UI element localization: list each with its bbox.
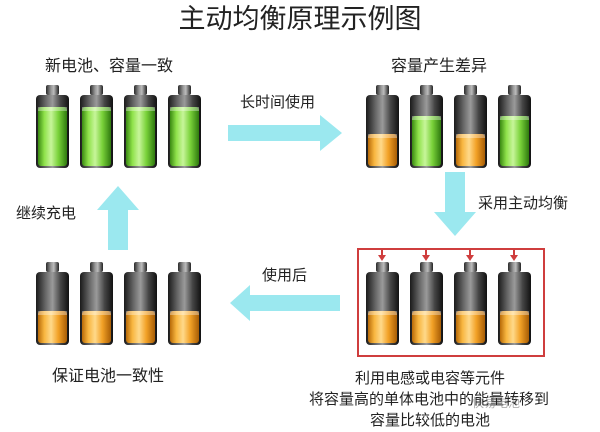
arrow-left	[230, 285, 340, 321]
battery-charge	[38, 107, 67, 166]
label-keep-charging: 继续充电	[16, 204, 77, 222]
label-active-balancing: 采用主动均衡	[478, 194, 569, 212]
battery-terminal	[508, 262, 521, 272]
bottom-left-battery-3	[124, 262, 157, 345]
battery-charge	[126, 311, 155, 343]
battery-charge-highlight	[456, 311, 485, 315]
label-after-use: 使用后	[262, 266, 308, 284]
battery-charge-highlight	[38, 107, 67, 111]
battery-terminal	[420, 85, 433, 95]
battery-terminal	[134, 85, 147, 95]
battery-charge-highlight	[126, 107, 155, 111]
top-right-battery-1	[366, 85, 399, 168]
battery-terminal	[178, 262, 191, 272]
battery-charge-highlight	[170, 311, 199, 315]
battery-terminal	[376, 85, 389, 95]
battery-charge	[82, 311, 111, 343]
caption-consistency: 保证电池一致性	[52, 366, 165, 385]
feed-arrow-2	[422, 255, 430, 261]
battery-terminal	[178, 85, 191, 95]
top-left-battery-4	[168, 85, 201, 168]
bottom-right-battery-4	[498, 262, 531, 345]
battery-charge	[170, 107, 199, 166]
feed-arrow-3	[466, 255, 474, 261]
battery-charge	[126, 107, 155, 166]
bottom-right-battery-1	[366, 262, 399, 345]
battery-charge	[82, 107, 111, 166]
battery-charge	[456, 134, 485, 166]
battery-charge	[500, 116, 529, 166]
battery-terminal	[464, 85, 477, 95]
battery-charge-highlight	[412, 311, 441, 315]
watermark: 快易电池	[472, 396, 521, 410]
battery-terminal	[46, 85, 59, 95]
top-right-battery-4	[498, 85, 531, 168]
caption-capacity-difference: 容量产生差异	[391, 56, 488, 75]
arrow-right	[228, 115, 342, 151]
arrow-down	[434, 172, 476, 236]
battery-terminal	[464, 262, 477, 272]
battery-terminal	[90, 85, 103, 95]
battery-charge-highlight	[126, 311, 155, 315]
top-right-battery-2	[410, 85, 443, 168]
battery-charge-highlight	[456, 134, 485, 138]
arrow-up	[97, 186, 139, 250]
top-left-battery-1	[36, 85, 69, 168]
battery-terminal	[134, 262, 147, 272]
battery-charge	[170, 311, 199, 343]
battery-terminal	[420, 262, 433, 272]
battery-terminal	[46, 262, 59, 272]
label-long-use: 长时间使用	[240, 93, 316, 111]
battery-charge	[456, 311, 485, 343]
note-line-1: 利用电感或电容等元件	[355, 369, 506, 387]
caption-new-batteries: 新电池、容量一致	[45, 56, 174, 75]
battery-terminal	[376, 262, 389, 272]
bottom-left-battery-2	[80, 262, 113, 345]
battery-charge-highlight	[38, 311, 67, 315]
note-line-2: 将容量高的单体电池中的能量转移到	[309, 390, 550, 408]
feed-arrow-1	[378, 255, 386, 261]
feed-arrow-4	[510, 255, 518, 261]
balancing-bus	[357, 248, 545, 357]
battery-charge-highlight	[500, 116, 529, 120]
battery-charge-highlight	[412, 116, 441, 120]
battery-charge-highlight	[368, 311, 397, 315]
battery-charge	[412, 311, 441, 343]
note-line-3: 容量比较低的电池	[370, 411, 491, 429]
bottom-left-battery-4	[168, 262, 201, 345]
top-left-battery-2	[80, 85, 113, 168]
bottom-right-battery-2	[410, 262, 443, 345]
battery-charge-highlight	[82, 311, 111, 315]
diagram-title: 主动均衡原理示例图	[178, 4, 422, 35]
battery-charge-highlight	[170, 107, 199, 111]
battery-charge	[38, 311, 67, 343]
battery-charge	[368, 134, 397, 166]
top-right-battery-3	[454, 85, 487, 168]
bottom-left-battery-1	[36, 262, 69, 345]
battery-charge-highlight	[500, 311, 529, 315]
bottom-right-battery-3	[454, 262, 487, 345]
battery-charge-highlight	[368, 134, 397, 138]
battery-terminal	[90, 262, 103, 272]
battery-charge	[412, 116, 441, 166]
battery-terminal	[508, 85, 521, 95]
battery-charge-highlight	[82, 107, 111, 111]
battery-charge	[368, 311, 397, 343]
top-left-battery-3	[124, 85, 157, 168]
battery-charge	[500, 311, 529, 343]
